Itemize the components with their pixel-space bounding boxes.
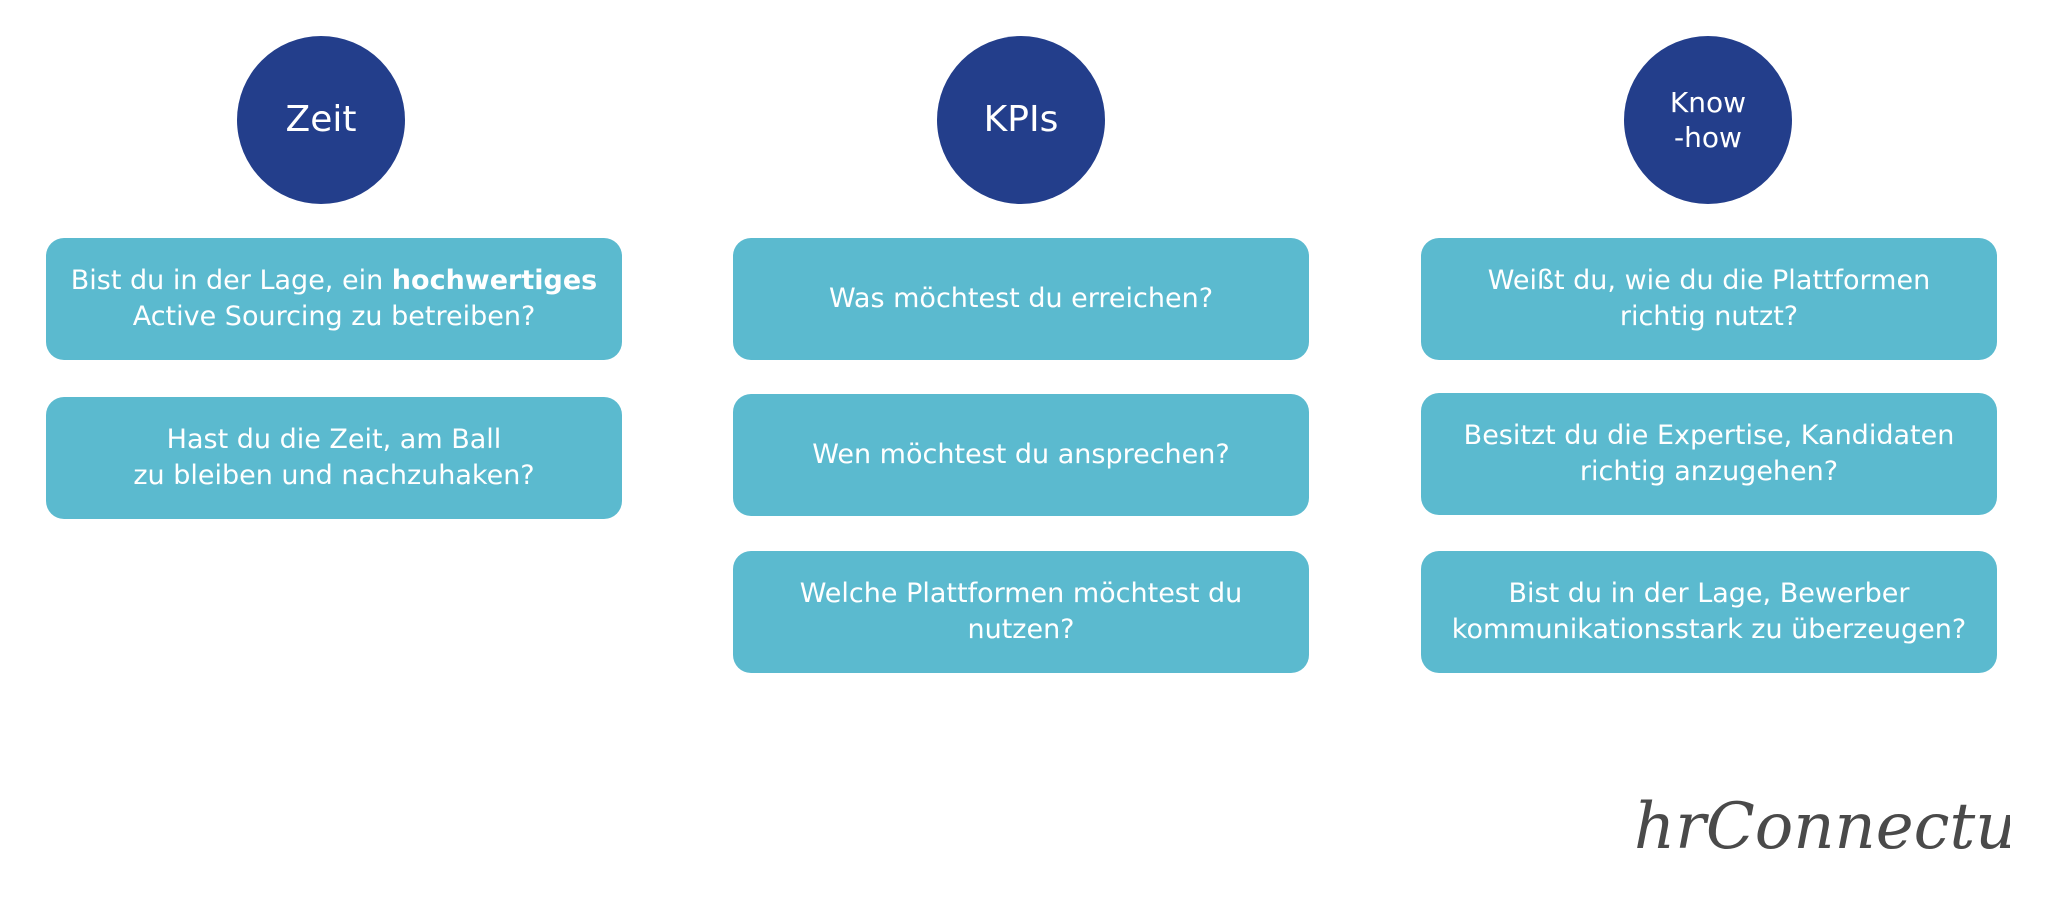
- question-line-2: kommunikationsstark zu überzeugen?: [1451, 614, 1967, 645]
- question-line-2: Active Sourcing zu betreiben?: [132, 301, 536, 332]
- question-box-knowhow-3: Bist du in der Lage, Bewerber kommunikat…: [1421, 551, 1997, 673]
- circle-kpis: KPIs: [937, 36, 1105, 204]
- circle-zeit: Zeit: [237, 36, 405, 204]
- question-line-1: Bist du in der Lage, ein hochwertiges: [70, 265, 598, 296]
- question-box-kpis-2: Wen möchtest du ansprechen?: [733, 394, 1309, 516]
- question-line-1: Besitzt du die Expertise, Kandidaten: [1463, 420, 1955, 451]
- question-line-2: richtig nutzt?: [1619, 301, 1799, 332]
- question-line-2: nutzen?: [967, 614, 1075, 645]
- question-box-zeit-1: Bist du in der Lage, ein hochwertiges Ac…: [46, 238, 622, 360]
- hrconnectum-logo: hrConnectum.: [1634, 790, 2010, 864]
- question-box-knowhow-2: Besitzt du die Expertise, Kandidaten ric…: [1421, 393, 1997, 515]
- circle-know-how-label: Know -how: [1669, 86, 1747, 154]
- question-line-1: Bist du in der Lage, Bewerber: [1508, 578, 1910, 609]
- question-box-kpis-1: Was möchtest du erreichen?: [733, 238, 1309, 360]
- question-line-2: richtig anzugehen?: [1579, 456, 1839, 487]
- question-line-1: Hast du die Zeit, am Ball: [166, 424, 502, 455]
- question-line-1: Was möchtest du erreichen?: [828, 283, 1214, 314]
- question-box-kpis-3: Welche Plattformen möchtest du nutzen?: [733, 551, 1309, 673]
- circle-know-how: Know -how: [1624, 36, 1792, 204]
- question-box-zeit-2: Hast du die Zeit, am Ball zu bleiben und…: [46, 397, 622, 519]
- question-line-1: Welche Plattformen möchtest du: [799, 578, 1243, 609]
- question-bold-text: hochwertiges: [391, 265, 598, 296]
- circle-zeit-label: Zeit: [285, 99, 357, 141]
- question-line-1: Weißt du, wie du die Plattformen: [1487, 265, 1931, 296]
- logo-text: hrConnectum.: [1634, 790, 2010, 864]
- circle-kpis-label: KPIs: [983, 99, 1059, 141]
- question-line-1: Wen möchtest du ansprechen?: [812, 439, 1230, 470]
- question-box-knowhow-1: Weißt du, wie du die Plattformen richtig…: [1421, 238, 1997, 360]
- question-line-2: zu bleiben und nachzuhaken?: [133, 460, 535, 491]
